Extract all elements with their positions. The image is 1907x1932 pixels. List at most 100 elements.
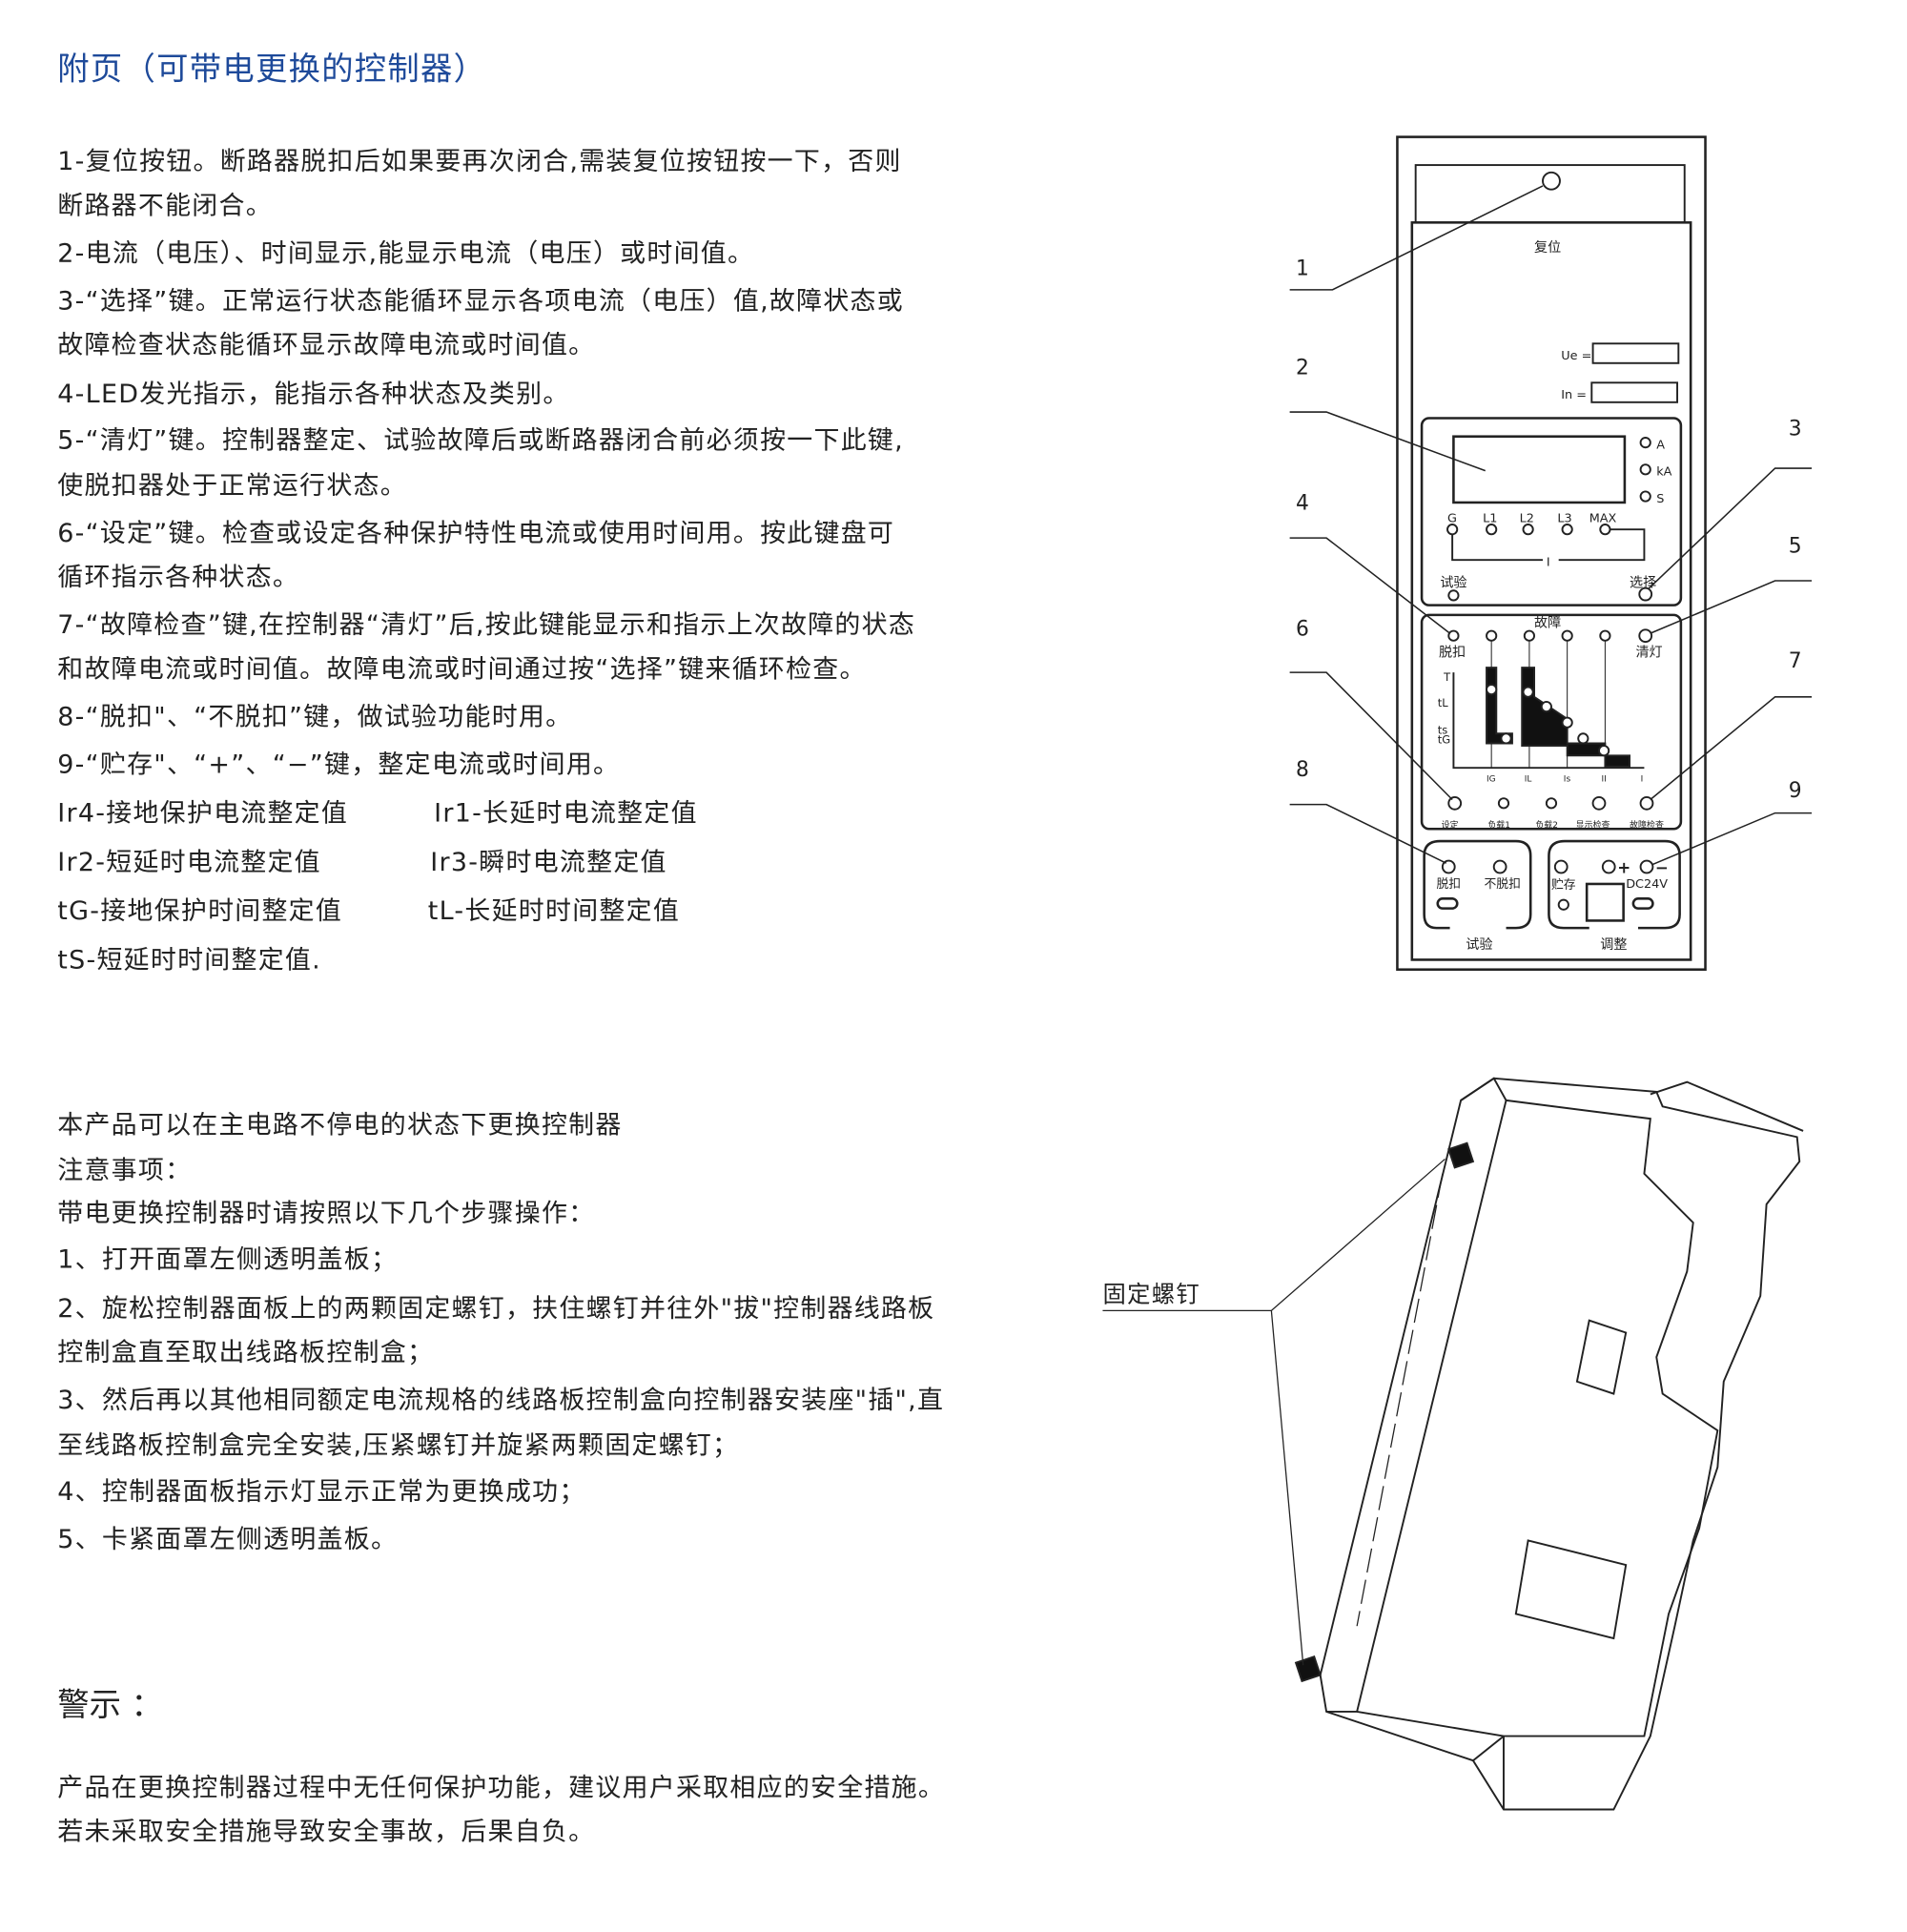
key-load1-label: 负载1 (1487, 819, 1510, 831)
trip-test-label: 脱扣 (1436, 877, 1461, 892)
instruction-line: 1、打开面罩左侧透明盖板； (57, 1244, 399, 1274)
callout-3: 3 (1789, 417, 1802, 441)
panel-outer (1396, 135, 1707, 971)
clear-button[interactable] (1638, 628, 1653, 644)
warning-line: 若未采取安全措施导致安全事故，后果自负。 (57, 1817, 596, 1846)
unit-ka: kA (1656, 465, 1671, 480)
description-line: 7-“故障检查”键,在控制器“清灯”后,按此键能显示和指示上次故障的状态 (57, 609, 916, 640)
no-trip-button[interactable] (1492, 859, 1507, 874)
axis-ig: IG (1487, 774, 1496, 784)
display-check-button[interactable] (1591, 795, 1607, 811)
callout-1: 1 (1296, 257, 1309, 280)
display-screen (1452, 435, 1627, 504)
store-button[interactable] (1553, 859, 1569, 874)
clear-label: 清灯 (1635, 645, 1662, 660)
instruction-line: 5、卡紧面罩左侧透明盖板。 (57, 1524, 399, 1554)
callout-8: 8 (1296, 758, 1309, 782)
phase-g: G (1447, 511, 1457, 525)
minus-button[interactable] (1639, 859, 1654, 874)
callout-2: 2 (1296, 356, 1309, 380)
fault-check-button[interactable] (1639, 795, 1654, 811)
in-label: In = (1561, 388, 1587, 402)
axis-tg: tG (1438, 733, 1450, 747)
description-line: 故障检查状态能循环显示故障电流或时间值。 (57, 330, 596, 360)
callout-lines (1289, 185, 1813, 866)
page-title: 附页（可带电更换的控制器） (57, 51, 487, 89)
key-fault-check-label: 故障检查 (1630, 819, 1664, 831)
axis-i: I (1641, 774, 1644, 784)
description-line: 4-LED发光指示，能指示各种状态及类别。 (57, 379, 570, 409)
callout-4: 4 (1296, 492, 1309, 516)
test-label: 试验 (1440, 575, 1466, 590)
setting-definition: tG-接地保护时间整定值 (57, 895, 343, 926)
select-button[interactable] (1638, 586, 1653, 602)
no-trip-label: 不脱扣 (1484, 877, 1520, 892)
ue-field (1591, 342, 1680, 364)
instruction-line: 注意事项： (57, 1155, 193, 1185)
reset-button[interactable] (1542, 171, 1561, 191)
phase-l2: L2 (1520, 511, 1534, 525)
instruction-line: 2、旋松控制器面板上的两颗固定螺钉，扶住螺钉并往外"拔"控制器线路板 (57, 1293, 935, 1324)
description-line: 和故障电流或时间值。故障电流或时间通过按“选择”键来循环检查。 (57, 653, 867, 684)
description-line: 9-“贮存"、“+”、“−”键，整定电流或时间用。 (57, 749, 621, 779)
axis-il: IL (1525, 774, 1532, 784)
instruction-line: 3、然后再以其他相同额定电流规格的线路板控制盒向控制器安装座"插",直 (57, 1385, 945, 1415)
setting-definition: Ir1-长延时电流整定值 (434, 798, 698, 828)
instruction-line: 4、控制器面板指示灯显示正常为更换成功； (57, 1476, 586, 1507)
warning-title: 警示 ： (57, 1687, 163, 1724)
callout-5: 5 (1789, 535, 1802, 559)
phase-l3: L3 (1557, 511, 1571, 525)
load2-led (1545, 797, 1558, 810)
instruction-line: 带电更换控制器时请按照以下几个步骤操作： (57, 1198, 596, 1228)
instruction-line: 控制盒直至取出线路板控制盒； (57, 1337, 435, 1367)
setting-definition: Ir2-短延时电流整定值 (57, 847, 321, 877)
store-label: 贮存 (1551, 878, 1576, 893)
adjust-group-label: 调整 (1600, 937, 1627, 953)
axis-is: Is (1564, 774, 1571, 784)
set-button[interactable] (1447, 795, 1463, 811)
load1-led (1497, 797, 1510, 810)
description-line: 断路器不能闭合。 (57, 191, 273, 220)
in-field (1590, 381, 1679, 403)
fault-label: 故障 (1534, 616, 1561, 631)
unit-a: A (1656, 439, 1665, 453)
screw-callout-line (1102, 1158, 1446, 1666)
callout-7: 7 (1789, 649, 1802, 673)
plus-label: + (1617, 858, 1630, 876)
axis-t: T (1443, 670, 1451, 684)
reset-label: 复位 (1534, 239, 1561, 256)
key-set-label: 设定 (1442, 819, 1459, 831)
test-button[interactable] (1447, 589, 1460, 602)
trip-test-button[interactable] (1441, 859, 1456, 874)
description-line: 1-复位按钮。断路器脱扣后如果要再次闭合,需装复位按钮按一下，否则 (57, 146, 902, 176)
key-load2-label: 负载2 (1535, 819, 1558, 831)
setting-definition: tL-长延时时间整定值 (427, 895, 681, 926)
setting-definition: Ir4-接地保护电流整定值 (57, 798, 349, 828)
dc24v-label: DC24V (1626, 877, 1668, 892)
phase-l1: L1 (1483, 511, 1497, 525)
description-line: 8-“脱扣"、“不脱扣”键，做试验功能时用。 (57, 701, 573, 731)
screw-label: 固定螺钉 (1102, 1281, 1201, 1308)
description-line: 循环指示各种状态。 (57, 562, 300, 592)
description-line: 6-“设定”键。检查或设定各种保护特性电流或使用时间用。按此键盘可 (57, 518, 895, 548)
description-line: 2-电流（电压）、时间显示,能显示电流（电压）或时间值。 (57, 238, 755, 268)
setting-definition: tS-短延时时间整定值. (57, 945, 321, 975)
ue-label: Ue = (1561, 349, 1591, 363)
key-display-check-label: 显示检查 (1576, 819, 1610, 831)
instruction-line: 本产品可以在主电路不停电的状态下更换控制器 (57, 1110, 623, 1140)
callout-6: 6 (1296, 618, 1309, 642)
minus-label: − (1655, 858, 1669, 876)
unit-s: S (1656, 492, 1664, 506)
test-group-label: 试验 (1466, 937, 1492, 953)
description-line: 3-“选择”键。正常运行状态能循环显示各项电流（电压）值,故障状态或 (57, 286, 904, 316)
setting-definition: Ir3-瞬时电流整定值 (430, 847, 667, 877)
unit-leds (1639, 437, 1651, 503)
callout-9: 9 (1789, 779, 1802, 803)
warning-line: 产品在更换控制器过程中无任何保护功能，建议用户采取相应的安全措施。 (57, 1773, 946, 1802)
plus-button[interactable] (1601, 859, 1616, 874)
axis-ii: II (1602, 774, 1607, 784)
trip-label: 脱扣 (1439, 644, 1466, 660)
description-line: 5-“清灯”键。控制器整定、试验故障后或断路器闭合前必须按一下此键, (57, 425, 904, 455)
